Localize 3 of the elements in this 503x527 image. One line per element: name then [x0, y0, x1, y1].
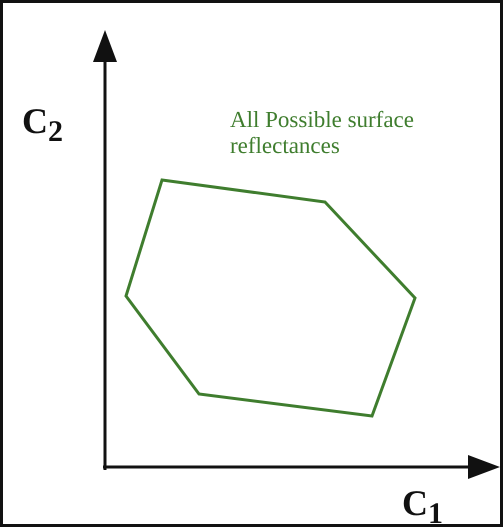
axis-label: C$_{2}$ [22, 100, 63, 150]
axis-label: C$_{1}$ [402, 482, 443, 527]
region-label: All Possible surface reflectances [230, 107, 415, 159]
